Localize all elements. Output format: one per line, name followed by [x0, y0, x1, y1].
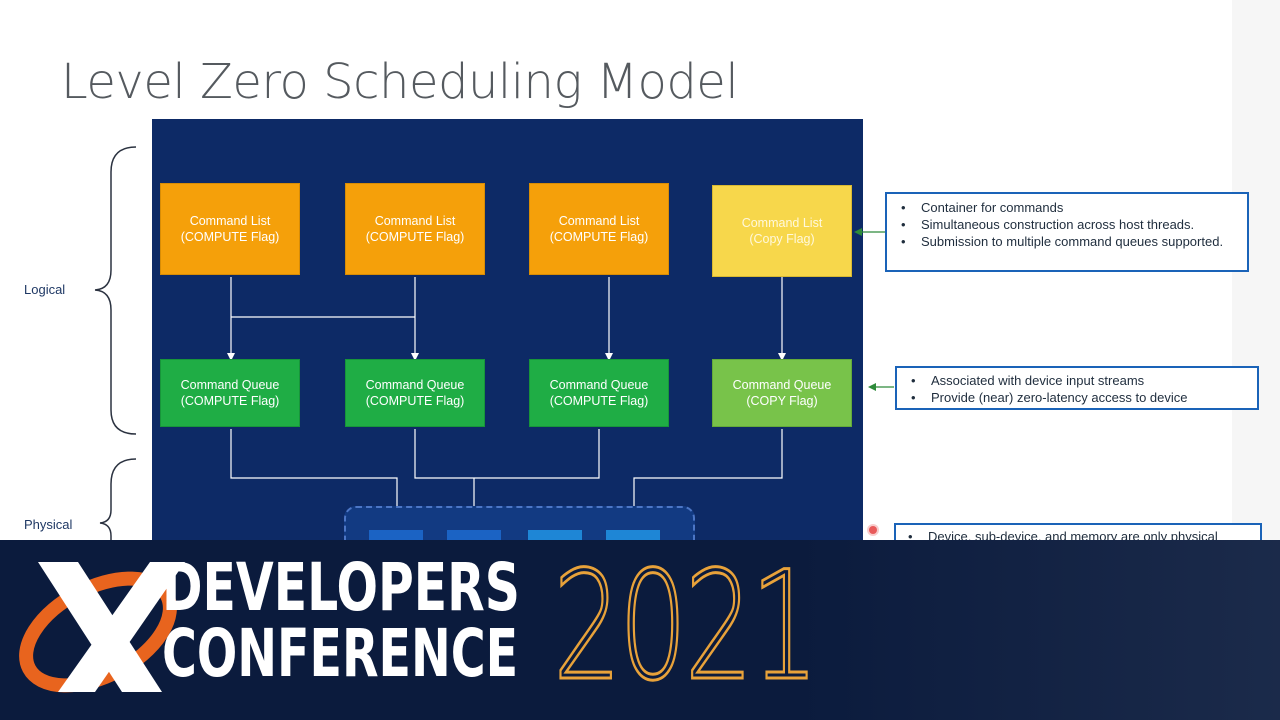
engine-2: [447, 530, 501, 540]
note-list-item: Simultaneous construction across host th…: [895, 216, 1239, 233]
command-queue-2: Command Queue (COMPUTE Flag): [345, 359, 485, 427]
command-list-note: Container for commands Simultaneous cons…: [885, 192, 1249, 272]
connector-queue2-engine2: [414, 429, 600, 479]
command-queue-1-flag: (COMPUTE Flag): [180, 394, 280, 408]
engine-3: [528, 530, 582, 540]
command-queue-3-title: Command Queue: [549, 378, 649, 392]
diagram-connectors: [227, 277, 786, 537]
scheduling-diagram: Command List (COMPUTE Flag) Command List…: [152, 119, 863, 540]
logical-brace: [94, 146, 137, 435]
banner-glow: [800, 540, 1280, 720]
note-pointers: [854, 228, 894, 391]
command-queue-3-flag: (COMPUTE Flag): [549, 394, 649, 408]
command-queue-2-title: Command Queue: [365, 378, 465, 392]
laser-pointer-icon: [869, 526, 877, 534]
banner-line-developers: DEVELOPERS: [162, 549, 520, 626]
command-list-3: Command List (COMPUTE Flag): [529, 183, 669, 275]
command-list-1: Command List (COMPUTE Flag): [160, 183, 300, 275]
note-list-item: Container for commands: [895, 199, 1239, 216]
engine-1: [369, 530, 423, 540]
command-list-4-title: Command List: [741, 216, 823, 230]
banner-year: 2021: [552, 540, 820, 714]
command-list-1-title: Command List: [189, 214, 271, 228]
command-queue-1: Command Queue (COMPUTE Flag): [160, 359, 300, 427]
note-list-item: Provide (near) zero-latency access to de…: [905, 389, 1249, 406]
connector-queue1-engine1: [230, 429, 401, 537]
physical-brace: [99, 458, 137, 540]
command-list-4-flag: (Copy Flag): [749, 232, 815, 246]
engine-4: [606, 530, 660, 540]
note-list-item: Submission to multiple command queues su…: [895, 233, 1239, 250]
conference-banner: [0, 540, 1280, 720]
command-queue-1-title: Command Queue: [180, 378, 280, 392]
command-list-2-title: Command List: [374, 214, 456, 228]
logical-label: Logical: [24, 282, 66, 297]
connector-queue4-engine4: [630, 429, 783, 537]
command-list-3-title: Command List: [558, 214, 640, 228]
command-queue-2-flag: (COMPUTE Flag): [365, 394, 465, 408]
command-queue-4: Command Queue (COPY Flag): [712, 359, 852, 427]
command-queue-note: Associated with device input streams Pro…: [895, 366, 1259, 410]
command-queue-3: Command Queue (COMPUTE Flag): [529, 359, 669, 427]
command-list-1-flag: (COMPUTE Flag): [180, 230, 280, 244]
device-note: Device, sub-device, and memory are only …: [894, 523, 1262, 540]
command-list-2-flag: (COMPUTE Flag): [365, 230, 465, 244]
command-list-2: Command List (COMPUTE Flag): [345, 183, 485, 275]
command-list-3-flag: (COMPUTE Flag): [549, 230, 649, 244]
note-list-item: Device, sub-device, and memory are only …: [902, 528, 1254, 540]
command-queue-4-flag: (COPY Flag): [746, 394, 818, 408]
command-list-4: Command List (Copy Flag): [712, 185, 852, 277]
command-queue-4-title: Command Queue: [732, 378, 832, 392]
note-list-item: Associated with device input streams: [905, 372, 1249, 389]
slide-title: Level Zero Scheduling Model: [61, 54, 739, 110]
banner-line-conference: CONFERENCE: [162, 615, 519, 692]
x-logo-icon: [19, 562, 185, 693]
slide: Level Zero Scheduling Model Logical Phys…: [0, 0, 1280, 540]
physical-label: Physical: [24, 517, 73, 532]
layer-braces: [94, 146, 137, 540]
